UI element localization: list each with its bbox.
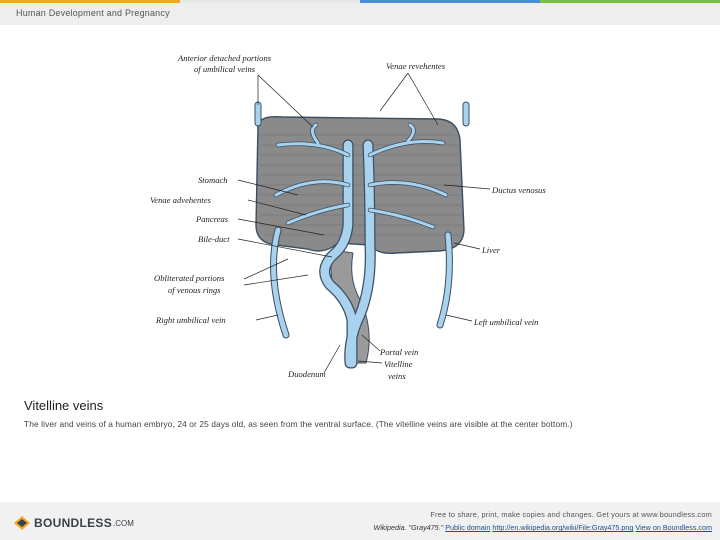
label-left-umbilical-vein: Left umbilical vein: [473, 317, 538, 327]
header-title: Human Development and Pregnancy: [16, 8, 170, 18]
label-ductus-venosus: Ductus venosus: [491, 185, 546, 195]
label-obliterated-line2: of venous rings: [168, 285, 221, 295]
label-stomach: Stomach: [198, 175, 228, 185]
caption-title: Vitelline veins: [24, 398, 104, 413]
label-venae-revehentes: Venae revehentes: [386, 61, 446, 71]
label-vitelline-line2: veins: [388, 371, 406, 381]
label-venae-advehentes: Venae advehentes: [150, 195, 211, 205]
top-accent-stripe: [0, 0, 720, 3]
logo-com-suffix: .COM: [113, 518, 134, 528]
boundless-logo-icon: [14, 516, 30, 530]
label-pancreas: Pancreas: [195, 214, 229, 224]
label-vitelline-line1: Vitelline: [384, 359, 413, 369]
footer-license-notice: Free to share, print, make copies and ch…: [430, 510, 712, 519]
attribution-source: Wikipedia. "Gray475.": [373, 523, 446, 532]
caption-text: The liver and veins of a human embryo, 2…: [24, 419, 573, 429]
label-liver: Liver: [481, 245, 501, 255]
stripe-segment-blue: [360, 0, 540, 3]
footer-bar: BOUNDLESS .COM Free to share, print, mak…: [0, 502, 720, 540]
vitelline-veins-figure: Anterior detached portions of umbilical …: [148, 45, 580, 385]
embryo-liver-diagram: Anterior detached portions of umbilical …: [150, 53, 546, 381]
label-right-umbilical-vein: Right umbilical vein: [155, 315, 226, 325]
logo-wordmark: BOUNDLESS: [34, 516, 113, 530]
label-anterior-line1: Anterior detached portions: [177, 53, 272, 63]
boundless-logo[interactable]: BOUNDLESS .COM: [14, 516, 134, 530]
header-bar: Human Development and Pregnancy: [0, 3, 720, 25]
stripe-segment-orange: [0, 0, 180, 3]
label-bile-duct: Bile-duct: [198, 234, 230, 244]
label-anterior-line2: of umbilical veins: [194, 64, 256, 74]
view-on-boundless-link[interactable]: View on Boundless.com: [635, 523, 712, 532]
stripe-segment-green: [540, 0, 720, 3]
public-domain-link[interactable]: Public domain: [445, 523, 491, 532]
vein-network: [254, 101, 470, 369]
stripe-segment-gray: [180, 0, 360, 3]
wikipedia-file-link[interactable]: http://en.wikipedia.org/wiki/File:Gray47…: [492, 523, 634, 532]
footer-attribution: Wikipedia. "Gray475." Public domain http…: [373, 523, 712, 532]
label-duodenum: Duodenum: [287, 369, 326, 379]
leader-lines: [237, 72, 491, 374]
label-obliterated-line1: Obliterated portions: [154, 273, 225, 283]
label-portal-vein: Portal vein: [379, 347, 418, 357]
